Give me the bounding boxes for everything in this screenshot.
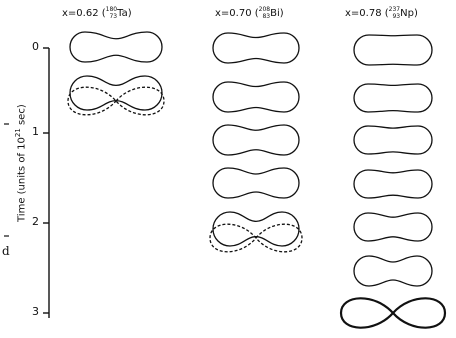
shape-bi-1: [212, 32, 300, 64]
shape-ta-t0: [69, 31, 163, 63]
shape-np-2: [353, 83, 433, 113]
tick-label-2: 2: [32, 215, 39, 228]
shape-np-7: [339, 297, 447, 329]
column-title-bi: x=0.70 ( 208 83 Bi): [215, 6, 284, 20]
shape-ta-t1-dashed: [67, 86, 165, 116]
shape-bi-3: [212, 124, 300, 156]
mass-number: 237: [388, 6, 401, 13]
shape-bi-4: [212, 167, 300, 199]
atomic-number: 93: [392, 13, 401, 20]
tick-label-3: 3: [32, 305, 39, 318]
atomic-number: 73: [109, 13, 118, 20]
shape-bi-2: [212, 81, 300, 113]
edge-letter: d: [2, 244, 10, 258]
column-title-np: x=0.78 ( 237 93 Np): [345, 6, 418, 20]
column-title-ta: x=0.62 ( 180 73 Ta): [62, 6, 132, 20]
shape-bi-5-solid: [212, 211, 300, 247]
shape-np-4: [353, 169, 433, 199]
shape-np-6: [353, 255, 433, 287]
nuclide-symbol: Np: [400, 8, 414, 19]
shape-bi-5-dashed: [209, 223, 303, 253]
shape-np-5: [353, 212, 433, 242]
mass-number: 208: [258, 6, 271, 13]
shape-np-3: [353, 125, 433, 155]
nuclide-symbol: Ta: [117, 8, 128, 19]
shape-np-1: [353, 34, 433, 66]
shape-ta-t1-solid: [69, 75, 163, 111]
mass-number: 180: [105, 6, 118, 13]
tick-label-1: 1: [32, 125, 39, 138]
tick-label-0: 0: [32, 40, 39, 53]
atomic-number: 83: [262, 13, 271, 20]
nuclide-symbol: Bi: [270, 8, 280, 19]
